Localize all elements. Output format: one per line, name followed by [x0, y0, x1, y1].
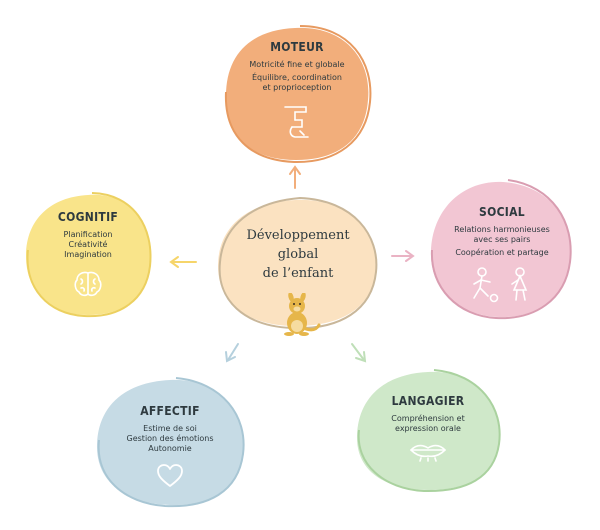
node-affectif-item: Estime de soi: [143, 424, 197, 433]
node-moteur-title: MOTEUR: [270, 40, 324, 54]
node-affectif-title: AFFECTIF: [140, 404, 200, 418]
node-cognitif: COGNITIF Planification Créativité Imagin…: [36, 210, 140, 298]
center-node: Développement global de l’enfant: [226, 226, 370, 337]
moteur-blob: [226, 27, 369, 161]
lips-icon: [366, 442, 490, 462]
node-langagier-item: expression orale: [395, 424, 461, 433]
node-cognitif-item: Créativité: [68, 240, 108, 249]
node-moteur: MOTEUR Motricité fine et globale Équilib…: [236, 40, 358, 141]
node-social: SOCIAL Relations harmonieuses avec ses p…: [440, 205, 564, 304]
brain-icon: [36, 270, 140, 298]
arrow-to-affectif: [225, 343, 239, 363]
node-social-item: Relations harmonieuses: [454, 225, 550, 234]
cognitif-blob: [26, 194, 151, 315]
node-social-item: avec ses pairs: [473, 235, 531, 244]
node-cognitif-title: COGNITIF: [57, 210, 119, 224]
arrow-to-cognitif: [169, 256, 197, 268]
node-cognitif-item: Imagination: [64, 250, 112, 259]
kangaroo-icon: [226, 293, 370, 337]
node-social-item: Coopération et partage: [455, 248, 549, 257]
children-playing-icon: [440, 266, 564, 304]
center-title-line1: Développement global: [246, 228, 350, 262]
affectif-blob: [96, 379, 245, 506]
center-title-line2: de l’enfant: [262, 266, 334, 281]
node-moteur-item: et proprioception: [262, 83, 332, 92]
node-social-title: SOCIAL: [479, 205, 525, 219]
node-affectif-item: Autonomie: [148, 444, 192, 453]
node-affectif: AFFECTIF Estime de soi Gestion des émoti…: [111, 404, 229, 488]
node-moteur-item: Motricité fine et globale: [249, 60, 345, 69]
node-langagier-item: Compréhension et: [391, 414, 465, 423]
node-cognitif-item: Planification: [63, 230, 113, 239]
body-figure-icon: [236, 103, 358, 141]
langagier-blob: [356, 371, 501, 490]
arrow-to-moteur: [289, 165, 301, 189]
node-langagier-title: LANGAGIER: [391, 394, 465, 408]
node-moteur-item: Équilibre, coordination: [251, 73, 342, 82]
social-blob: [430, 181, 571, 318]
arrow-to-langagier: [351, 343, 367, 363]
node-langagier: LANGAGIER Compréhension et expression or…: [366, 394, 490, 462]
arrow-to-social: [391, 250, 415, 262]
center-blob: [218, 199, 377, 326]
heart-icon: [111, 464, 229, 488]
node-affectif-item: Gestion des émotions: [126, 434, 214, 443]
